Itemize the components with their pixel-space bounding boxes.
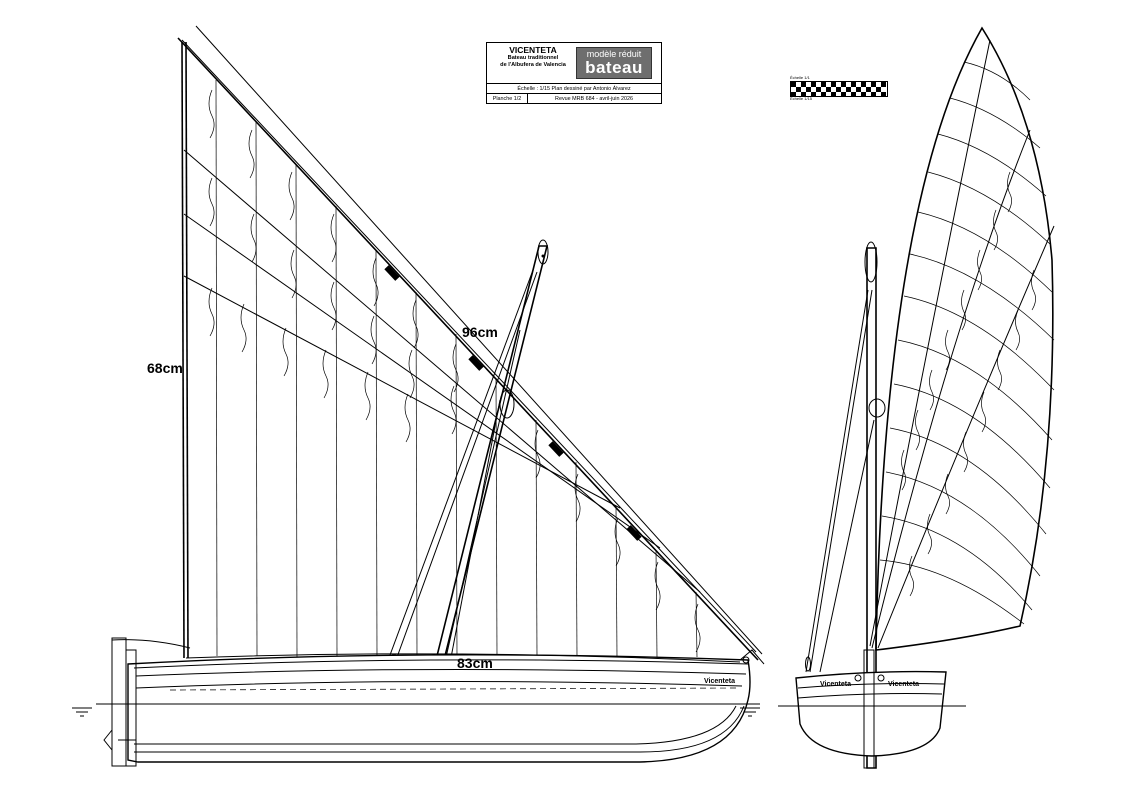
scale-bar-label-top: Échelle 1/1: [790, 75, 810, 80]
hull-length-label: 83cm: [457, 655, 493, 671]
hull-side: Vicenteta: [104, 638, 764, 766]
scale-and-author-row: Échelle : 1/15 Plan dessiné par Antonio …: [487, 83, 661, 94]
sheet-row: Planche 1/2 Revue MRB 684 - avril-juin 2…: [487, 93, 661, 104]
magazine-reference: Revue MRB 684 - avril-juin 2026: [555, 96, 633, 102]
plan-subtitle-line1: Bateau traditionnel: [507, 55, 559, 61]
waterline-side: [72, 704, 760, 716]
plan-title: VICENTETA: [509, 45, 557, 55]
side-elevation: Vicenteta 68cm 96cm 83cm: [72, 26, 764, 766]
hull-name-bow-right: Vicenteta: [888, 681, 919, 688]
hull-name-bow-left: Vicenteta: [820, 681, 851, 688]
sheet-number: Planche 1/2: [487, 94, 528, 104]
title-block: VICENTETA Bateau traditionnel de l'Albuf…: [486, 42, 662, 104]
logo-main-text: bateau: [585, 58, 643, 77]
bow-view-sail: [870, 28, 1054, 650]
waterline-icon-right: [740, 708, 760, 716]
scale-bar-label-bottom: Échelle 1/15: [790, 96, 813, 101]
yard-length-label: 96cm: [462, 324, 498, 340]
scale-bar-checker: [790, 81, 888, 97]
scale-bar: Échelle 1/1 Échelle 1/15: [790, 75, 888, 101]
bow-view-hull: Vicenteta Vicenteta: [796, 650, 946, 768]
waterline-icon-left: [72, 708, 92, 716]
yard-spar: [178, 26, 762, 660]
hull-name-side: Vicenteta: [704, 678, 735, 685]
plan-subtitle-line2: de l'Albufera de Valencia: [500, 62, 566, 68]
magazine-logo: modèle réduit bateau: [576, 47, 652, 79]
mast-height-label: 68cm: [147, 360, 183, 376]
bow-view: Vicenteta Vicenteta: [778, 28, 1054, 768]
logo-top-text: modèle réduit: [586, 49, 642, 59]
title-block-heading: VICENTETA Bateau traditionnel de l'Albuf…: [490, 45, 576, 69]
